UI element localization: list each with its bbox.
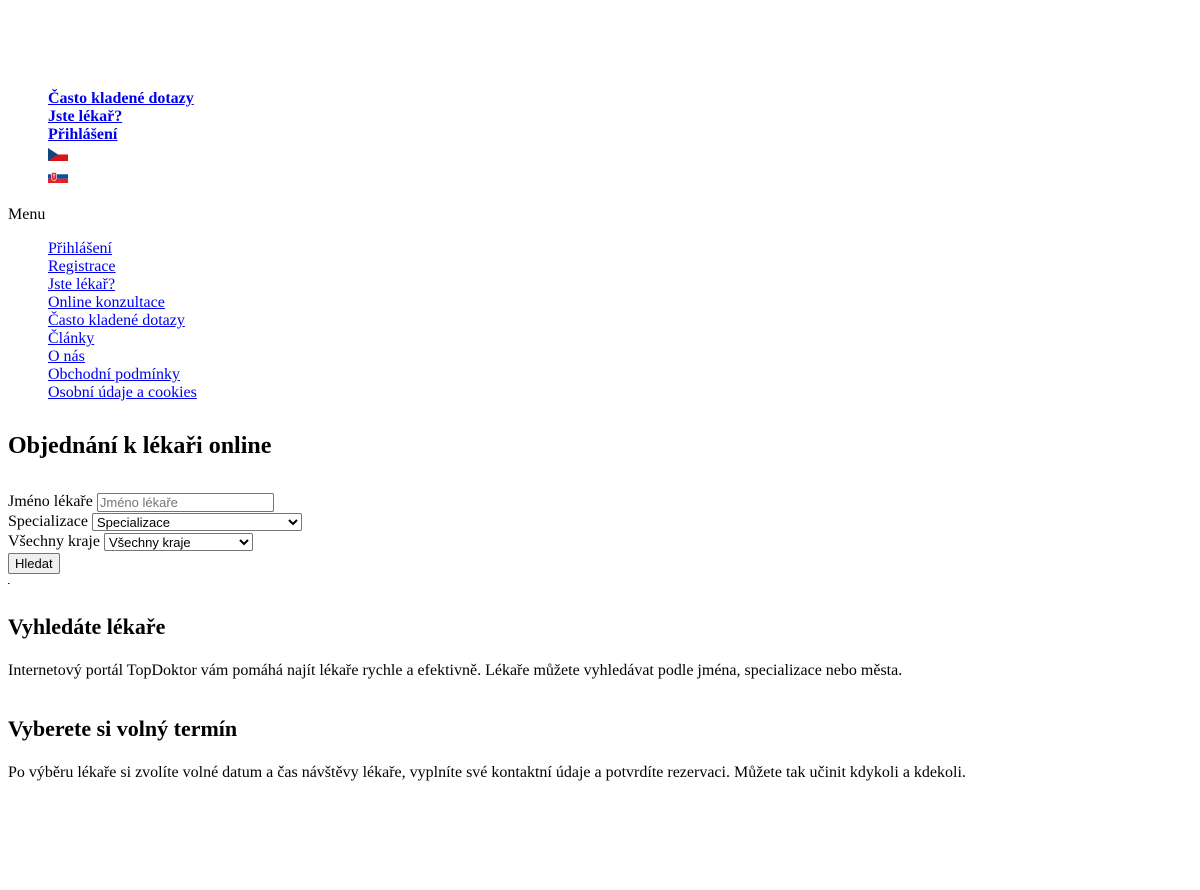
- menu-link-terms[interactable]: Obchodní podmínky: [48, 366, 180, 383]
- main-menu: Přihlášení Registrace Jste lékař? Online…: [8, 240, 1192, 402]
- menu-item: Obchodní podmínky: [48, 366, 1192, 384]
- menu-link-registration[interactable]: Registrace: [48, 258, 116, 275]
- topnav-item-doctor: Jste lékař?: [48, 108, 1192, 126]
- topnav-link-doctor[interactable]: Jste lékař?: [48, 108, 123, 125]
- top-navigation: Často kladené dotazy Jste lékař? Přihláš…: [8, 90, 1192, 188]
- menu-item: Registrace: [48, 258, 1192, 276]
- czech-flag-icon: [48, 148, 68, 162]
- menu-link-login[interactable]: Přihlášení: [48, 240, 112, 257]
- language-slovak-link[interactable]: [48, 166, 68, 184]
- menu-item: Často kladené dotazy: [48, 312, 1192, 330]
- search-button[interactable]: Hledat: [8, 553, 60, 574]
- menu-item: Články: [48, 330, 1192, 348]
- page: Často kladené dotazy Jste lékař? Přihláš…: [0, 90, 1200, 782]
- menu-toggle[interactable]: Menu: [8, 206, 46, 223]
- slovak-flag-icon: [48, 170, 68, 184]
- menu-link-doctor[interactable]: Jste lékař?: [48, 276, 116, 293]
- language-czech: [48, 144, 1192, 166]
- topnav-link-login[interactable]: Přihlášení: [48, 126, 118, 143]
- region-select[interactable]: Všechny kraje: [103, 533, 253, 551]
- doctor-name-input[interactable]: [96, 492, 274, 512]
- topnav-item-login: Přihlášení: [48, 126, 1192, 144]
- menu-link-about[interactable]: O nás: [48, 348, 85, 365]
- step-2-text: Po výběru lékaře si zvolíte volné datum …: [8, 764, 966, 781]
- specialization-select[interactable]: Specializace: [91, 513, 302, 531]
- region-field-row: Všechny kraje Všechny kraje: [8, 532, 1192, 552]
- specialization-label: Specializace: [8, 513, 88, 530]
- menu-link-privacy[interactable]: Osobní údaje a cookies: [48, 384, 197, 401]
- doctor-search-form: Jméno lékaře Specializace Specializace V…: [8, 492, 1192, 588]
- name-field-row: Jméno lékaře: [8, 492, 1192, 512]
- step-1-title: Vyhledáte lékaře: [8, 614, 166, 639]
- step-1-text: Internetový portál TopDoktor vám pomáhá …: [8, 662, 903, 679]
- step-2-title: Vyberete si volný termín: [8, 716, 238, 741]
- menu-item: Jste lékař?: [48, 276, 1192, 294]
- topnav-item-faq: Často kladené dotazy: [48, 90, 1192, 108]
- menu-link-articles[interactable]: Články: [48, 330, 95, 347]
- name-label: Jméno lékaře: [8, 493, 93, 510]
- region-label: Všechny kraje: [8, 533, 100, 550]
- specialization-field-row: Specializace Specializace: [8, 512, 1192, 532]
- topnav-link-faq[interactable]: Často kladené dotazy: [48, 90, 194, 107]
- language-czech-link[interactable]: [48, 144, 68, 162]
- menu-link-online-consultation[interactable]: Online konzultace: [48, 294, 165, 311]
- menu-item: Přihlášení: [48, 240, 1192, 258]
- language-slovak: [48, 166, 1192, 188]
- menu-item: O nás: [48, 348, 1192, 366]
- page-title: Objednání k lékaři online: [8, 433, 272, 459]
- menu-link-faq[interactable]: Často kladené dotazy: [48, 312, 185, 329]
- menu-item: Osobní údaje a cookies: [48, 384, 1192, 402]
- menu-item: Online konzultace: [48, 294, 1192, 312]
- empty-link[interactable]: [8, 574, 1192, 588]
